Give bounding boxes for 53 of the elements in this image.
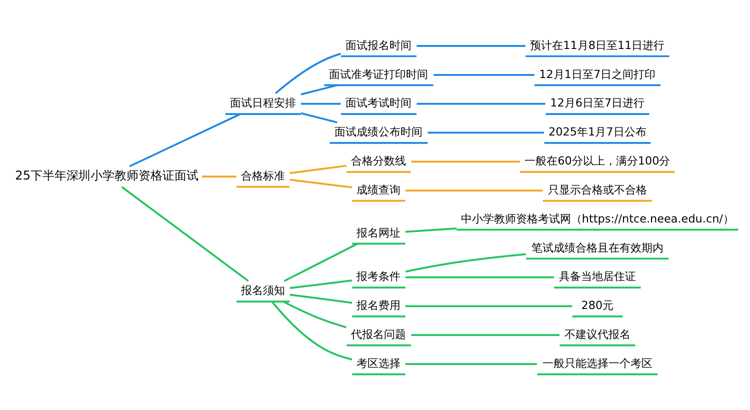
connector xyxy=(434,74,534,76)
connector xyxy=(405,276,554,278)
connector xyxy=(275,52,342,94)
node-text: 面试准考证打印时间 xyxy=(329,68,428,81)
node-text: 12月6日至7日进行 xyxy=(550,96,645,110)
node-text: 只显示合格或不合格 xyxy=(548,183,647,196)
connector xyxy=(416,102,546,105)
connector xyxy=(290,294,352,304)
node-text: 报名网址 xyxy=(356,226,401,240)
connector xyxy=(282,300,347,328)
connector xyxy=(405,253,526,273)
node-text: 中小学教师资格考试网（https://ntce.neea.edu.cn/） xyxy=(460,212,734,226)
node-text: 2025年1月7日公布 xyxy=(548,126,646,139)
node-text: 面试成绩公布时间 xyxy=(334,126,423,139)
node-text: 25下半年深圳小学教师资格证面试 xyxy=(15,168,199,183)
connector xyxy=(411,334,560,336)
connector xyxy=(405,363,537,365)
node-text: 考区选择 xyxy=(356,356,401,370)
connector xyxy=(405,190,543,192)
connector xyxy=(405,228,457,233)
connector xyxy=(405,305,572,308)
connector xyxy=(290,280,352,290)
connector xyxy=(428,132,544,134)
node-text: 合格分数线 xyxy=(351,154,406,168)
connector xyxy=(121,186,249,282)
node-text: 不建议代报名 xyxy=(564,328,630,341)
node-text: 笔试成绩合格且在有效期内 xyxy=(531,241,664,254)
connector xyxy=(271,301,352,360)
node-text: 具备当地居住证 xyxy=(558,270,636,284)
connector xyxy=(300,102,341,105)
connector xyxy=(129,113,241,168)
connector xyxy=(202,176,236,178)
connector xyxy=(300,112,338,124)
node-text: 面试日程安排 xyxy=(230,96,296,110)
node-text: 报名须知 xyxy=(241,284,286,298)
node-text: 12月1日至7日之间打印 xyxy=(539,68,656,81)
connector xyxy=(411,160,520,163)
connector xyxy=(284,243,358,282)
connector xyxy=(290,178,352,188)
node-text: 一般只能选择一个考区 xyxy=(542,356,652,370)
connector xyxy=(290,164,347,174)
node-text: 合格标准 xyxy=(241,169,286,182)
node-text: 代报名问题 xyxy=(351,328,406,341)
connector xyxy=(416,45,526,47)
node-text: 预计在11月8日至11日进行 xyxy=(530,38,665,52)
node-text: 面试考试时间 xyxy=(346,96,412,110)
node-text: 报名费用 xyxy=(356,299,401,312)
node-text: 一般在60分以上，满分100分 xyxy=(524,154,670,168)
node-text: 成绩查询 xyxy=(356,183,401,196)
connector xyxy=(300,84,338,96)
node-text: 面试报名时间 xyxy=(346,38,412,52)
node-text: 280元 xyxy=(581,299,614,312)
node-text: 报考条件 xyxy=(356,270,401,284)
